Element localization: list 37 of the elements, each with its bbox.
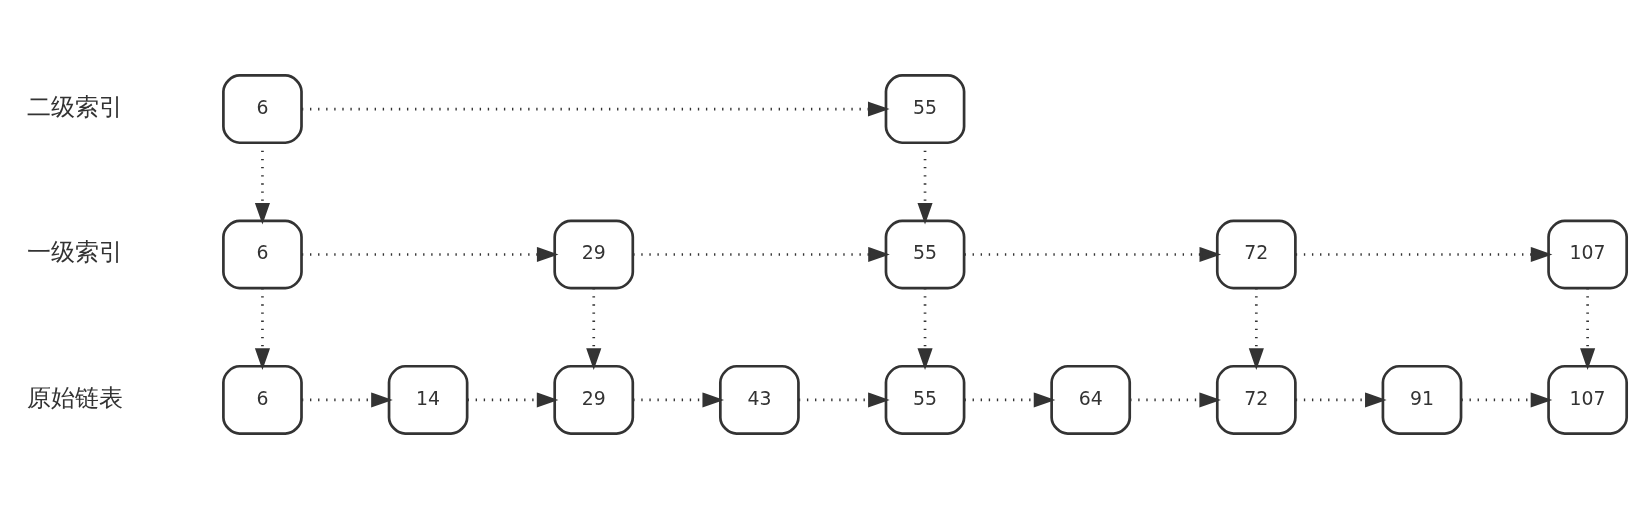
arrow bbox=[1295, 391, 1387, 407]
node-box: 6 bbox=[222, 364, 303, 435]
node-box: 55 bbox=[884, 73, 966, 144]
arrow bbox=[1461, 391, 1553, 407]
node-box: 6 bbox=[222, 73, 303, 144]
node-box: 91 bbox=[1381, 364, 1463, 435]
arrow bbox=[301, 246, 559, 262]
node-box: 107 bbox=[1547, 219, 1628, 289]
arrow bbox=[301, 391, 393, 407]
arrow bbox=[917, 287, 933, 370]
arrow bbox=[1295, 246, 1553, 262]
label: 原始链表 bbox=[27, 383, 124, 411]
label: 二级索引 bbox=[27, 92, 124, 120]
arrow bbox=[1580, 287, 1596, 370]
arrow bbox=[964, 246, 1222, 262]
arrow bbox=[964, 391, 1056, 407]
node-box: 14 bbox=[387, 364, 469, 435]
node-box: 43 bbox=[719, 364, 800, 435]
node-box: 64 bbox=[1050, 364, 1132, 435]
node-box: 72 bbox=[1215, 364, 1297, 435]
arrow bbox=[301, 101, 890, 117]
arrow bbox=[1130, 391, 1221, 407]
arrow bbox=[633, 391, 725, 407]
node-box: 72 bbox=[1215, 219, 1297, 289]
node-box: 6 bbox=[222, 219, 303, 289]
arrow bbox=[1248, 287, 1264, 370]
arrow bbox=[633, 246, 890, 262]
node-box: 29 bbox=[553, 364, 635, 435]
arrow bbox=[254, 287, 270, 370]
node-box: 55 bbox=[884, 364, 966, 435]
node-box: 107 bbox=[1547, 364, 1628, 435]
node-box: 29 bbox=[553, 219, 635, 289]
label: 一级索引 bbox=[27, 237, 124, 265]
arrow bbox=[467, 391, 559, 407]
arrow bbox=[586, 287, 602, 370]
arrow bbox=[798, 391, 890, 407]
node-box: 55 bbox=[884, 219, 966, 289]
